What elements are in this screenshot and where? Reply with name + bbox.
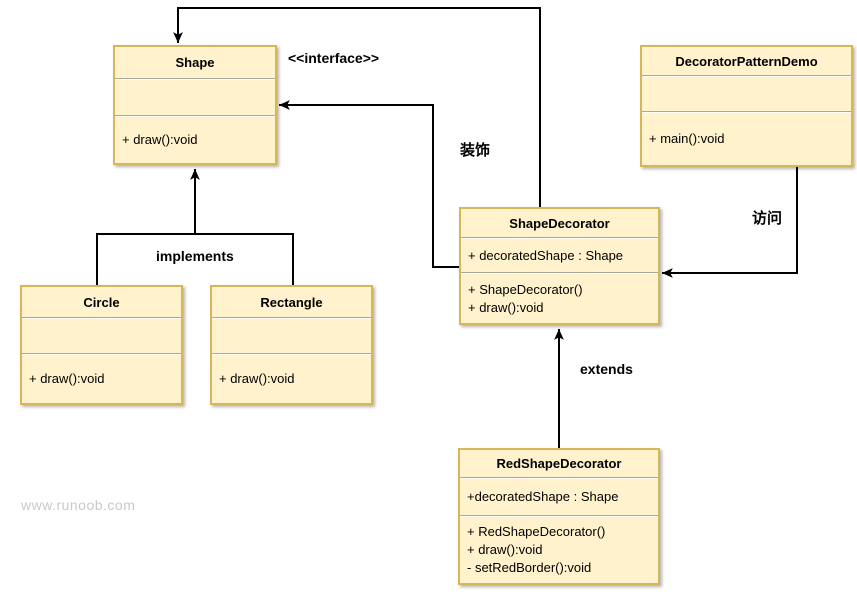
class-methods-section: + draw():void [22, 355, 181, 403]
section-divider [642, 75, 851, 77]
class-attributes-section [115, 80, 275, 115]
class-methods-section: + draw():void [212, 355, 371, 403]
extends-label: extends [580, 361, 633, 377]
class-method: + main():void [649, 131, 725, 146]
class-attribute: +decoratedShape : Shape [467, 489, 619, 504]
class-methods-section: + RedShapeDecorator() + draw():void - se… [460, 517, 658, 583]
class-attributes-section [212, 319, 371, 353]
section-divider [460, 477, 658, 479]
class-method: + draw():void [122, 132, 198, 147]
class-method: + draw():void [468, 299, 544, 315]
implements-label: implements [156, 248, 234, 264]
interface-stereotype-label: <<interface>> [288, 50, 380, 66]
decorate-label: 装饰 [460, 142, 491, 159]
class-title: Shape [175, 55, 215, 70]
class-methods-section: + main():void [642, 113, 851, 165]
class-method: + RedShapeDecorator() [467, 524, 606, 539]
class-title: Circle [83, 294, 120, 310]
class-box-red-shape-decorator: RedShapeDecorator +decoratedShape : Shap… [458, 448, 660, 585]
section-divider [22, 353, 181, 355]
class-method: + draw():void [467, 542, 543, 557]
class-box-shape-decorator: ShapeDecorator + decoratedShape : Shape … [459, 207, 660, 325]
section-divider [461, 272, 658, 274]
section-divider [212, 317, 371, 319]
section-divider [460, 515, 658, 517]
class-box-decorator-pattern-demo: DecoratorPatternDemo + main():void [640, 45, 853, 167]
class-method: + draw():void [29, 371, 105, 386]
class-attribute: + decoratedShape : Shape [468, 247, 624, 263]
class-methods-section: + draw():void [115, 117, 275, 163]
class-method: - setRedBorder():void [467, 560, 592, 575]
section-divider [642, 111, 851, 113]
class-box-rectangle: Rectangle + draw():void [210, 285, 373, 405]
class-box-circle: Circle + draw():void [20, 285, 183, 405]
access-label: 访问 [752, 210, 783, 227]
class-title: RedShapeDecorator [496, 456, 622, 471]
class-method: + draw():void [219, 371, 295, 386]
watermark-text: www.runoob.com [21, 497, 136, 513]
class-attributes-section [22, 319, 181, 353]
class-methods-section: + ShapeDecorator() + draw():void [461, 274, 658, 323]
section-divider [461, 237, 658, 239]
class-box-shape: Shape + draw():void [113, 45, 277, 165]
class-method: + ShapeDecorator() [468, 281, 583, 297]
section-divider [212, 353, 371, 355]
class-attributes-section: + decoratedShape : Shape [461, 239, 658, 272]
class-title: ShapeDecorator [509, 215, 610, 231]
class-title: Rectangle [260, 294, 323, 310]
section-divider [22, 317, 181, 319]
class-title: DecoratorPatternDemo [675, 53, 818, 69]
class-attributes-section [642, 77, 851, 111]
class-attributes-section: +decoratedShape : Shape [460, 479, 658, 515]
connector-decorate-arrow [279, 100, 459, 268]
